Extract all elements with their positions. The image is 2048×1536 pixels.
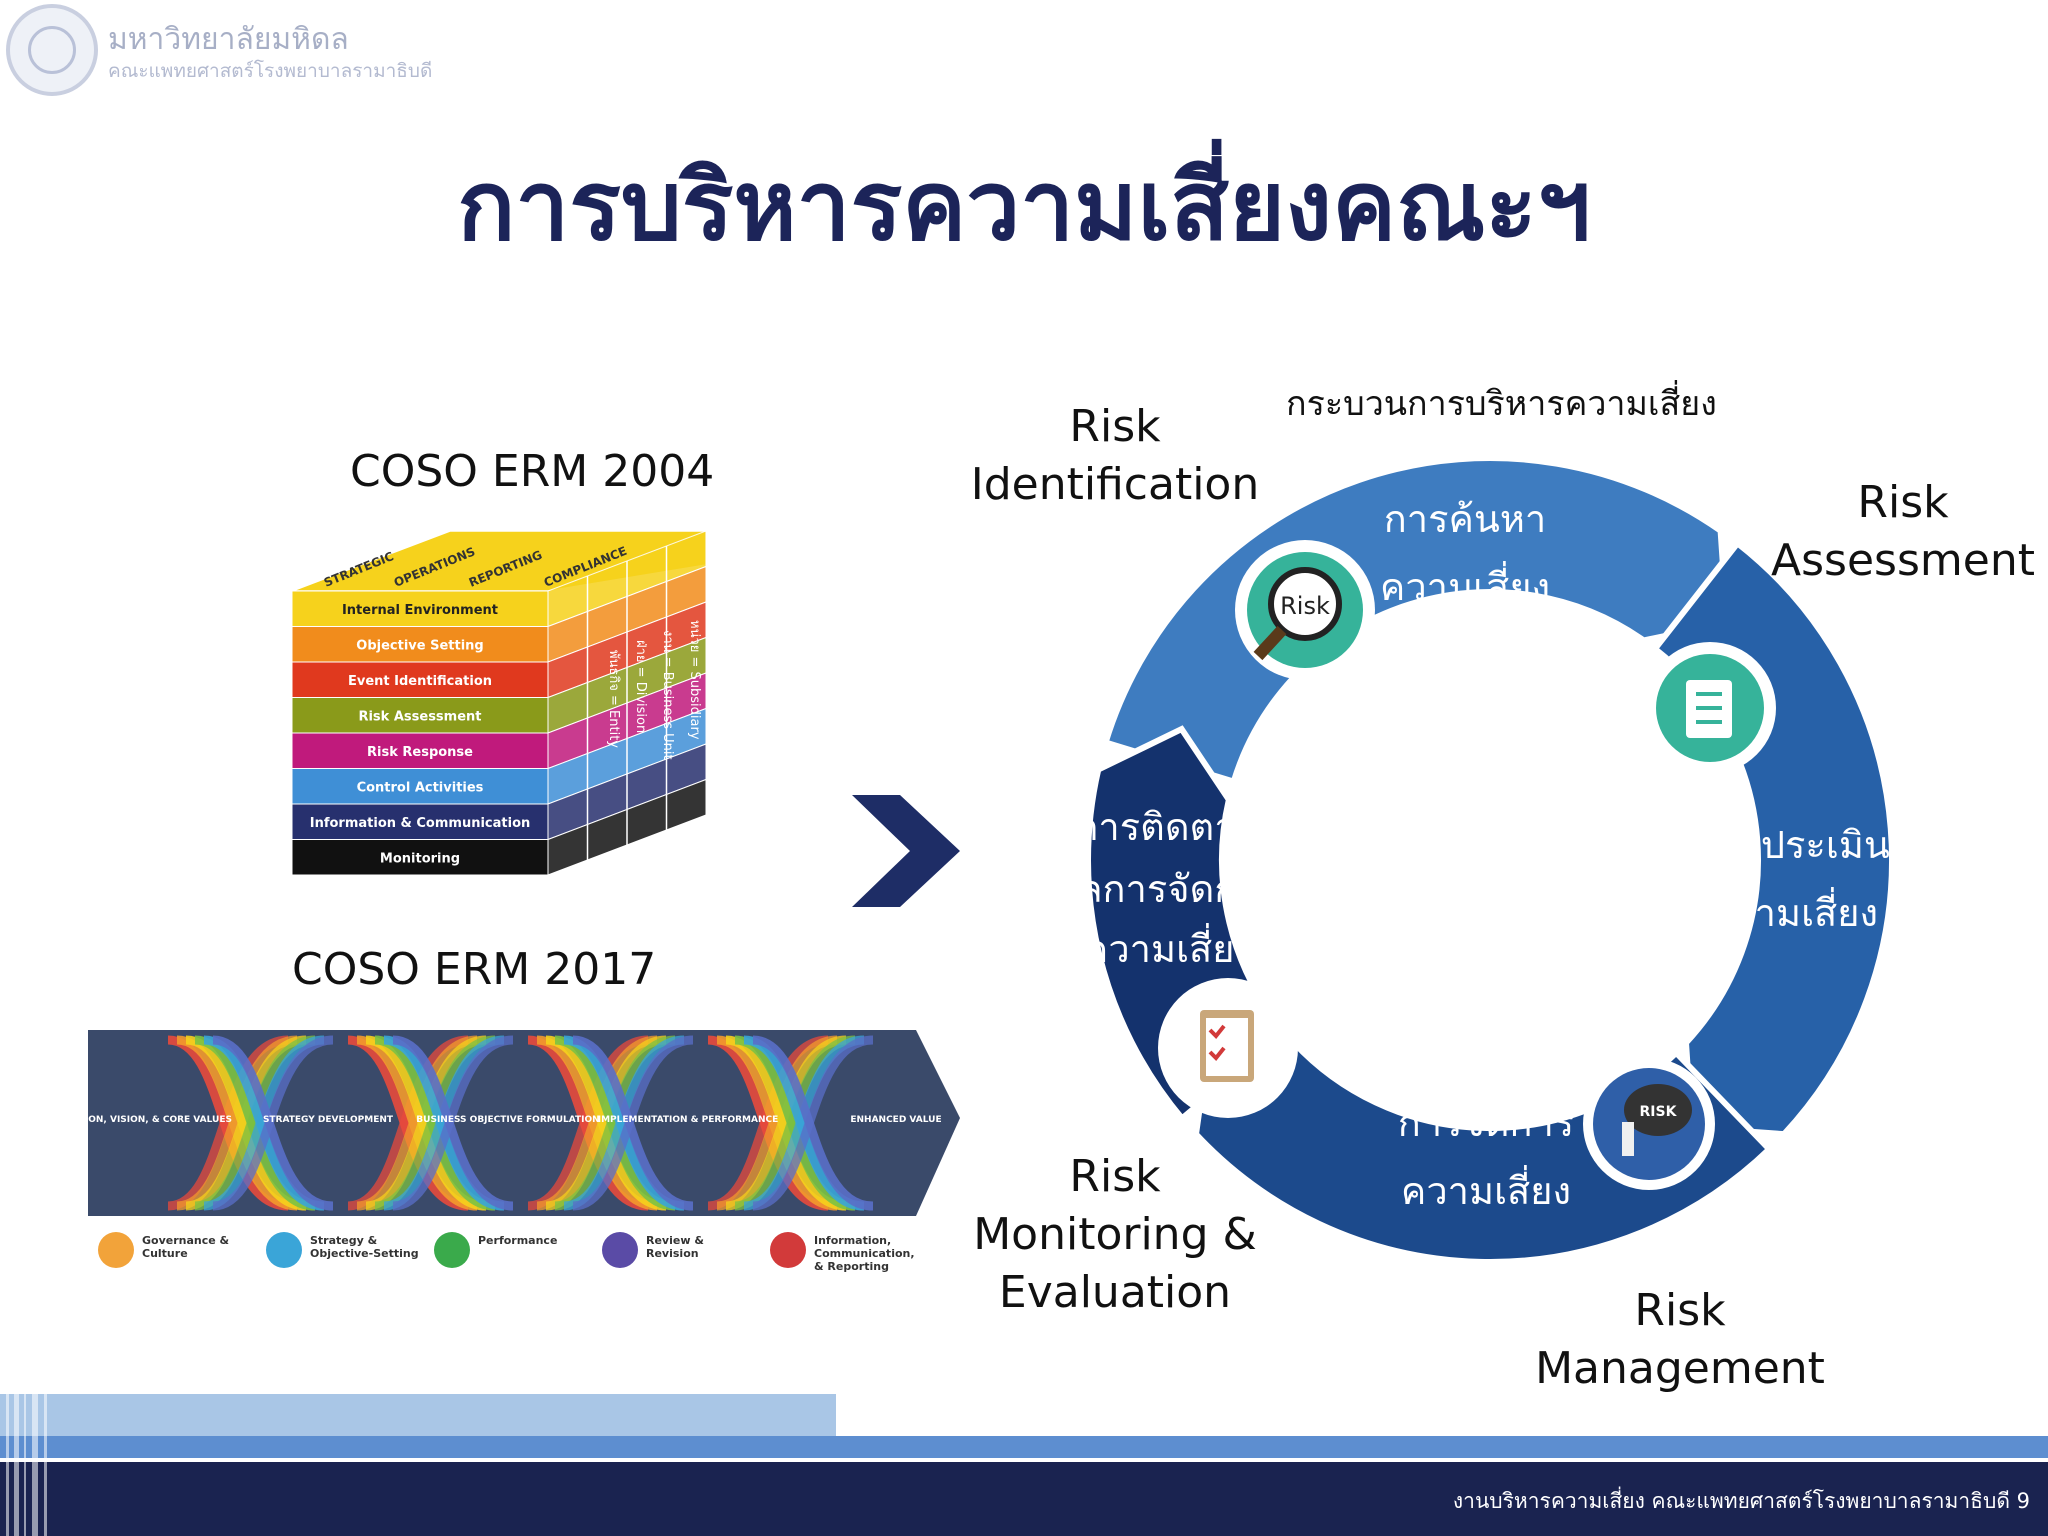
university-seal-icon xyxy=(6,4,98,96)
helix-strand xyxy=(383,1035,505,1211)
slide-title: การบริหารความเสี่ยงคณะฯ xyxy=(457,150,1591,262)
cube-layer-label: Objective Setting xyxy=(356,638,483,653)
component-label: Communication, xyxy=(814,1247,915,1260)
helix-strand xyxy=(743,1035,865,1211)
helix-strand xyxy=(707,1035,829,1211)
cube-side-label: งาน = Business Unit xyxy=(660,630,675,760)
component-icon xyxy=(602,1232,638,1268)
magnifier-label: Risk xyxy=(1280,592,1330,620)
helix-strand xyxy=(185,1035,307,1211)
footer-stripes xyxy=(0,1394,60,1536)
stage-label: IMPLEMENTATION & PERFORMANCE xyxy=(598,1115,779,1125)
cube-layer-label: Risk Assessment xyxy=(358,709,481,724)
component-label: Review & xyxy=(646,1234,704,1247)
cube-layer-label: Information & Communication xyxy=(310,816,531,831)
checklist-icon xyxy=(1644,642,1776,774)
step-management-th: การจัดการ xyxy=(1398,1101,1574,1145)
helix-strand xyxy=(365,1035,487,1211)
helix-strand xyxy=(194,1035,316,1211)
cube-layer-label: Risk Response xyxy=(367,745,473,760)
helix-strand xyxy=(752,1035,874,1211)
component-label: Information, xyxy=(814,1234,891,1247)
footer-band-light xyxy=(0,1394,836,1442)
helix-strand xyxy=(725,1035,847,1211)
helix-strand xyxy=(392,1035,514,1211)
step-monitoring-th: ผลการจัดการ xyxy=(1060,867,1279,911)
helix-strand xyxy=(374,1035,496,1211)
stage-label: BUSINESS OBJECTIVE FORMULATION xyxy=(416,1115,599,1125)
risk-cycle-diagram: Risk RISK การค้นหา ความเสี่ยง การประเมิน… xyxy=(1060,455,1895,1265)
coso-2017-diagram: MISSION, VISION, & CORE VALUES STRATEGY … xyxy=(88,1030,960,1273)
cube-layer xyxy=(291,626,549,663)
coso-2004-cube: STRATEGIC OPERATIONS REPORTING COMPLIANC… xyxy=(291,530,707,876)
helix-strand xyxy=(554,1035,676,1211)
helix-strand xyxy=(734,1035,856,1211)
helix-strand xyxy=(203,1035,325,1211)
step-identification-th: ความเสี่ยง xyxy=(1380,561,1550,609)
cube-side-label: หน่วย = Subsidiary xyxy=(687,620,702,740)
step-monitoring-th: การติดตาม xyxy=(1075,805,1260,849)
component-icon xyxy=(98,1232,134,1268)
step-assessment-th: ความเสี่ยง xyxy=(1708,887,1878,935)
helix-strand xyxy=(167,1035,289,1211)
helix-strand xyxy=(716,1035,838,1211)
helix-strand xyxy=(212,1035,334,1211)
stage-label: STRATEGY DEVELOPMENT xyxy=(263,1115,394,1125)
helix-strand xyxy=(356,1035,478,1211)
cube-layer xyxy=(291,839,549,876)
component-label: & Reporting xyxy=(814,1260,889,1273)
helix-strand xyxy=(545,1035,667,1211)
component-label: Revision xyxy=(646,1247,699,1260)
cube-layer xyxy=(291,697,549,734)
component-icon xyxy=(770,1232,806,1268)
cube-layer-label: Control Activities xyxy=(357,780,484,795)
step-management-th: ความเสี่ยง xyxy=(1401,1165,1571,1213)
component-label: Objective-Setting xyxy=(310,1247,419,1260)
faculty-name: คณะแพทยศาสตร์โรงพยาบาลรามาธิบดี xyxy=(108,60,433,82)
helix-strand xyxy=(347,1035,469,1211)
cube-layer xyxy=(291,768,549,805)
component-icon xyxy=(434,1232,470,1268)
stage-label: ENHANCED VALUE xyxy=(850,1115,941,1125)
step-identification-th: การค้นหา xyxy=(1384,497,1547,541)
coso-2017-band xyxy=(88,1030,960,1216)
coso-2004-label: COSO ERM 2004 xyxy=(350,446,715,497)
component-label: Governance & xyxy=(142,1234,230,1247)
component-label: Strategy & xyxy=(310,1234,378,1247)
step-monitoring-th: ความเสี่ยง xyxy=(1083,923,1253,971)
step-assessment-th: การประเมิน xyxy=(1696,823,1890,867)
dial-label: RISK xyxy=(1640,1104,1678,1120)
magnifier-icon: Risk xyxy=(1235,540,1375,680)
helix-strand xyxy=(176,1035,298,1211)
cube-side-label: ฝ่าย = Division xyxy=(633,640,648,733)
chevron-right-icon xyxy=(852,795,960,907)
helix-strand xyxy=(572,1035,694,1211)
footer-band-mid xyxy=(0,1436,2048,1458)
helix-strand xyxy=(536,1035,658,1211)
cube-layer-label: Internal Environment xyxy=(342,603,498,618)
footer-band-dark xyxy=(0,1462,2048,1536)
component-icon xyxy=(266,1232,302,1268)
cube-layer-label: Event Identification xyxy=(348,674,492,689)
stage-label: MISSION, VISION, & CORE VALUES xyxy=(88,1115,232,1125)
university-name: มหาวิทยาลัยมหิดล xyxy=(108,22,349,57)
component-label: Performance xyxy=(478,1234,557,1247)
cube-side-label: พันธกิจ = Entity xyxy=(606,650,621,748)
helix-strand xyxy=(527,1035,649,1211)
component-label: Culture xyxy=(142,1247,188,1260)
clipboard-icon xyxy=(1158,978,1298,1118)
cube-layer-label: Monitoring xyxy=(380,851,460,866)
coso-2017-label: COSO ERM 2017 xyxy=(292,944,657,995)
footer-text: งานบริหารความเสี่ยง คณะแพทยศาสตร์โรงพยาบ… xyxy=(1452,1489,2030,1513)
helix-strand xyxy=(563,1035,685,1211)
process-title: กระบวนการบริหารความเสี่ยง xyxy=(1286,384,1717,424)
risk-dial-icon: RISK xyxy=(1583,1058,1715,1190)
